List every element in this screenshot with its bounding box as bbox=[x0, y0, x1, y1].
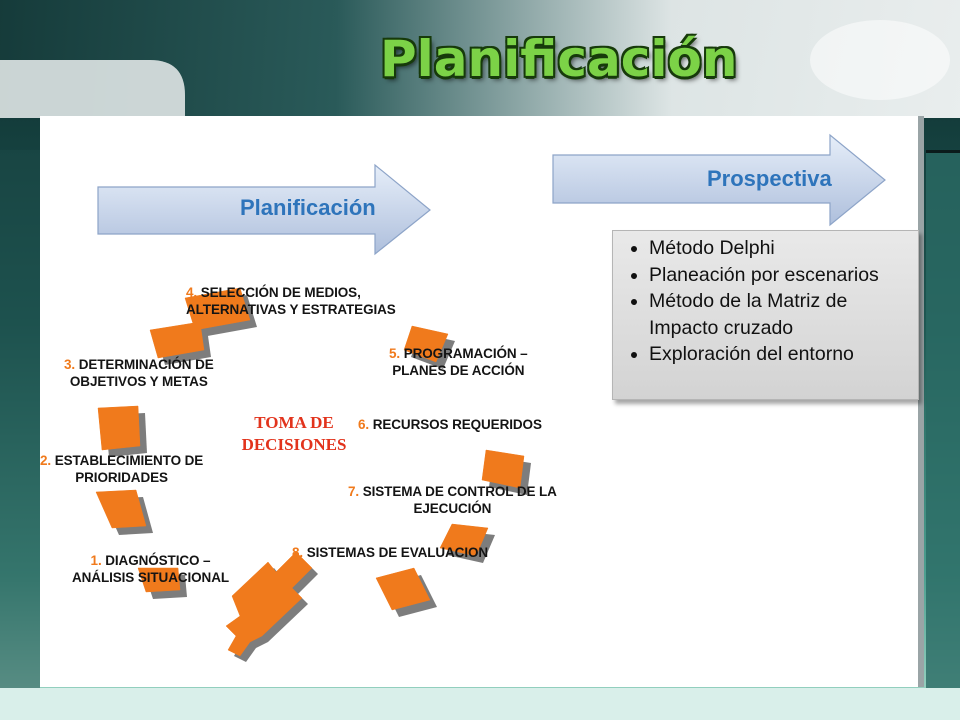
step-8-label: 8. SISTEMAS DE EVALUACION bbox=[292, 545, 489, 560]
cycle-segment bbox=[481, 449, 525, 489]
step-3-label: 3. DETERMINACIÓN DE OBJETIVOS Y METAS bbox=[64, 357, 214, 389]
step-6-label: 6. RECURSOS REQUERIDOS bbox=[358, 417, 542, 432]
cycle-segment bbox=[137, 567, 181, 593]
prospectiva-methods-box: Método Delphi Planeación por escenarios … bbox=[612, 230, 919, 400]
cycle-segment bbox=[439, 523, 489, 557]
arrow-right-icon bbox=[552, 133, 886, 227]
panel-shadow bbox=[918, 116, 924, 687]
step-1-label: 1. DIAGNÓSTICO – ANÁLISIS SITUACIONAL bbox=[72, 553, 230, 585]
slide-title: Planificación bbox=[380, 30, 738, 88]
cycle-segment bbox=[403, 325, 449, 363]
bottom-bar bbox=[0, 688, 960, 720]
method-item: Planeación por escenarios bbox=[649, 262, 918, 289]
center-line-2: DECISIONES bbox=[241, 435, 347, 454]
step-2-label: 2. ESTABLECIMIENTO DE PRIORIDADES bbox=[40, 453, 204, 485]
cycle-segment bbox=[97, 405, 141, 451]
cycle-segment bbox=[375, 567, 431, 611]
planificacion-arrow-label: Planificación bbox=[240, 195, 376, 220]
cycle-segment bbox=[184, 287, 251, 331]
cycle-center-text: TOMA DE DECISIONES bbox=[240, 412, 348, 456]
prospectiva-arrow-label: Prospectiva bbox=[707, 166, 832, 191]
method-item: Método de la Matriz de Impacto cruzado bbox=[649, 288, 918, 341]
cycle-segment bbox=[95, 489, 147, 529]
arrow-right-icon bbox=[97, 163, 431, 256]
step-7-label: 7. SISTEMA DE CONTROL DE LA EJECUCIÓN bbox=[348, 484, 557, 516]
cycle-segment bbox=[149, 321, 205, 359]
methods-list: Método Delphi Planeación por escenarios … bbox=[613, 231, 918, 368]
step-5-label: 5. PROGRAMACIÓN – PLANES DE ACCIÓN bbox=[389, 346, 528, 378]
method-item: Método Delphi bbox=[649, 235, 918, 262]
center-line-1: TOMA DE bbox=[254, 413, 334, 432]
planificacion-arrow: Planificación bbox=[95, 162, 435, 257]
cycle-arrowhead bbox=[225, 551, 313, 657]
prospectiva-arrow: Prospectiva bbox=[550, 133, 890, 228]
method-item: Exploración del entorno bbox=[649, 341, 918, 368]
step-4-label: 4. SELECCIÓN DE MEDIOS, ALTERNATIVAS Y E… bbox=[186, 285, 396, 317]
